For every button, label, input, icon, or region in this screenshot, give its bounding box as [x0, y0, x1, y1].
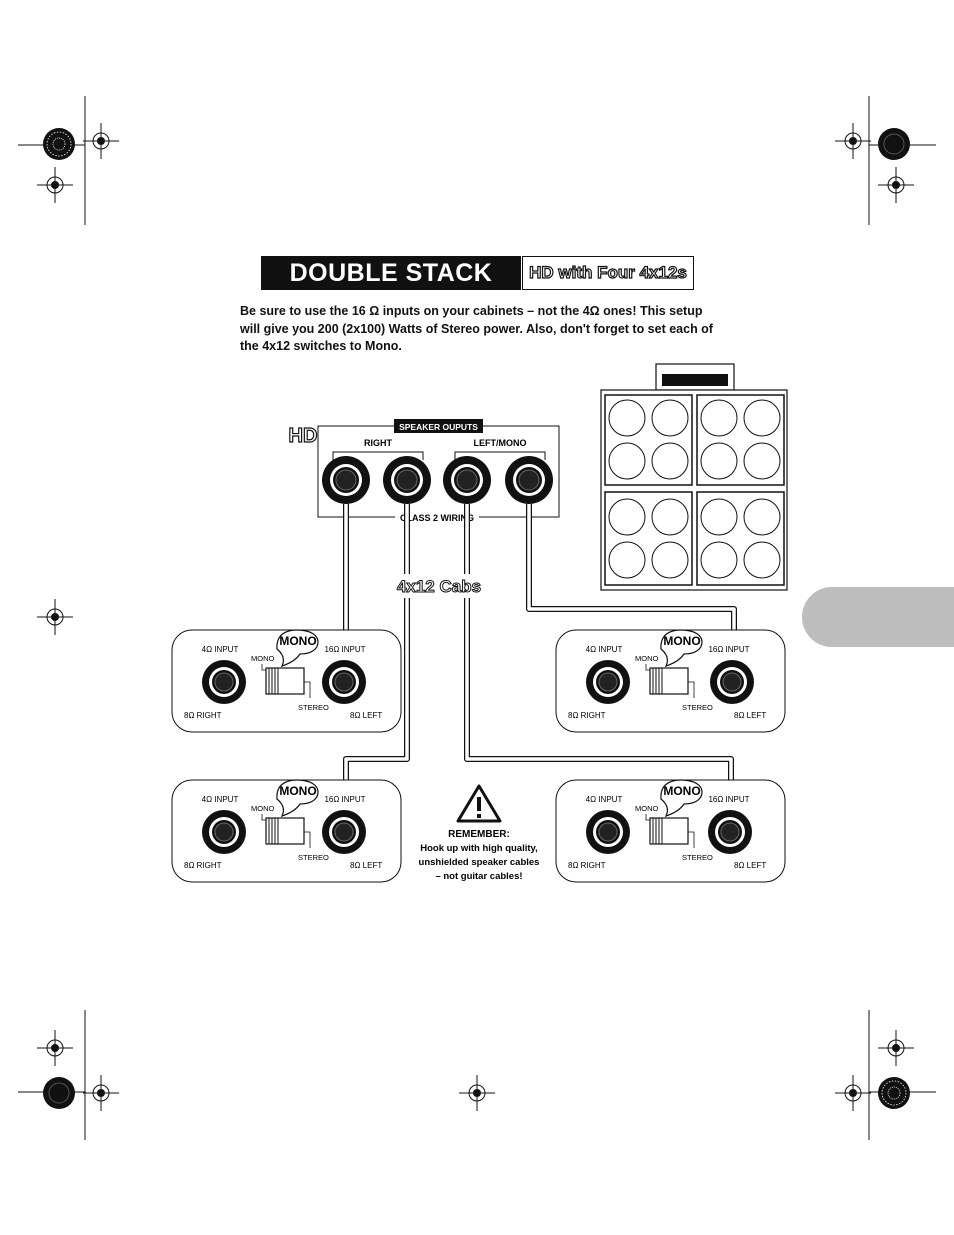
cabs-label: 4x12 Cabs: [397, 577, 481, 596]
right-8ohm-label: 8Ω RIGHT: [568, 861, 606, 870]
mono-switch-label: MONO: [635, 804, 658, 813]
stereo-switch-label: STEREO: [298, 853, 329, 862]
input-16ohm-label: 16Ω INPUT: [324, 645, 365, 654]
warning-line-1: Hook up with high quality,: [420, 843, 538, 854]
hd-speaker-panel: SPEAKER OUPUTS RIGHT LEFT/MONO CLASS 2 W…: [288, 419, 560, 523]
cabinet-panel-2: MONO 4Ω INPUT 16Ω INPUT MONO STEREO 8Ω R…: [555, 629, 786, 733]
input-4ohm-jack[interactable]: [201, 809, 247, 855]
cabinet-panel-4: MONO 4Ω INPUT 16Ω INPUT MONO STEREO 8Ω R…: [555, 779, 786, 883]
stereo-switch-label: STEREO: [298, 703, 329, 712]
left-8ohm-label: 8Ω LEFT: [734, 711, 766, 720]
right-8ohm-label: 8Ω RIGHT: [568, 711, 606, 720]
input-16ohm-jack[interactable]: [707, 809, 753, 855]
hd-label: HD: [289, 425, 318, 447]
stereo-switch-label: STEREO: [682, 853, 713, 862]
mono-switch-label: MONO: [251, 654, 274, 663]
right-output-jack-2[interactable]: [382, 455, 432, 505]
input-4ohm-jack[interactable]: [201, 659, 247, 705]
right-output-jack-1[interactable]: [321, 455, 371, 505]
stereo-switch-label: STEREO: [682, 703, 713, 712]
warning-note: REMEMBER: Hook up with high quality, uns…: [419, 784, 540, 882]
input-4ohm-label: 4Ω INPUT: [586, 795, 623, 804]
mono-callout: MONO: [279, 784, 316, 798]
amp-stack-illustration: [600, 363, 788, 591]
right-8ohm-label: 8Ω RIGHT: [184, 711, 222, 720]
warning-heading: REMEMBER:: [448, 829, 510, 840]
starburst-marks: [43, 128, 910, 1109]
right-8ohm-label: 8Ω RIGHT: [184, 861, 222, 870]
left-8ohm-label: 8Ω LEFT: [350, 861, 382, 870]
input-16ohm-label: 16Ω INPUT: [324, 795, 365, 804]
page-title: DOUBLE STACK STEREO: [261, 256, 521, 321]
left-mono-label: LEFT/MONO: [474, 438, 527, 448]
right-label: RIGHT: [364, 438, 393, 448]
speaker-cables: [343, 504, 737, 791]
intro-paragraph: Be sure to use the 16 Ω inputs on your c…: [240, 304, 713, 353]
left-output-jack-1[interactable]: [442, 455, 492, 505]
input-4ohm-jack[interactable]: [585, 659, 631, 705]
speaker-outputs-label: SPEAKER OUPUTS: [399, 422, 478, 432]
chapter-tab: [802, 587, 954, 647]
cabinet-panel-3: MONO 4Ω INPUT 16Ω INPUT MONO STEREO 8Ω R…: [171, 779, 402, 883]
class2-wiring-label: CLASS 2 WIRING: [400, 513, 474, 523]
input-16ohm-label: 16Ω INPUT: [708, 645, 749, 654]
mono-switch-label: MONO: [635, 654, 658, 663]
input-16ohm-jack[interactable]: [709, 659, 755, 705]
mono-switch-label: MONO: [251, 804, 274, 813]
cabinet-panel-1: MONO 4Ω INPUT 16Ω INPUT MONO STEREO 8Ω R…: [171, 629, 402, 733]
crop-marks: [18, 96, 936, 1140]
input-16ohm-label: 16Ω INPUT: [708, 795, 749, 804]
input-4ohm-label: 4Ω INPUT: [202, 795, 239, 804]
registration-marks: [36, 122, 916, 1112]
input-4ohm-label: 4Ω INPUT: [586, 645, 623, 654]
left-8ohm-label: 8Ω LEFT: [734, 861, 766, 870]
warning-line-3: – not guitar cables!: [435, 871, 522, 882]
left-8ohm-label: 8Ω LEFT: [350, 711, 382, 720]
input-4ohm-jack[interactable]: [585, 809, 631, 855]
mono-callout: MONO: [663, 784, 700, 798]
input-16ohm-jack[interactable]: [321, 659, 367, 705]
left-output-jack-2[interactable]: [504, 455, 554, 505]
mono-callout: MONO: [663, 634, 700, 648]
input-4ohm-label: 4Ω INPUT: [202, 645, 239, 654]
page-subtitle: HD with Four 4x12s: [522, 256, 694, 290]
input-16ohm-jack[interactable]: [321, 809, 367, 855]
warning-line-2: unshielded speaker cables: [419, 857, 540, 868]
mono-callout: MONO: [279, 634, 316, 648]
